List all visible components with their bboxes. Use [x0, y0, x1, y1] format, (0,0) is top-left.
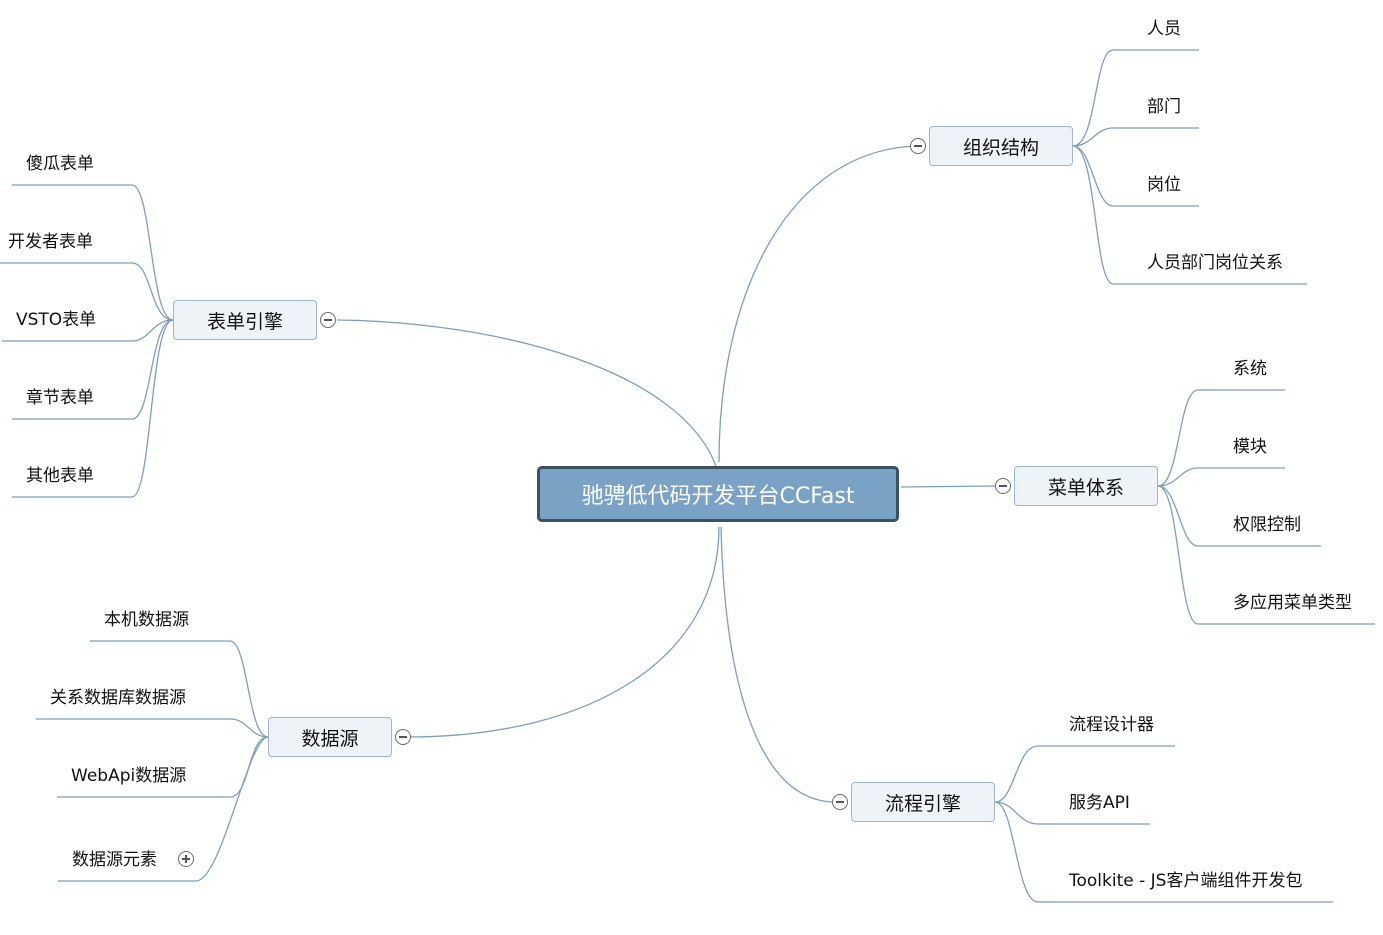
form-item-1[interactable]: 傻瓜表单 — [26, 154, 94, 174]
link-org-1 — [1072, 49, 1199, 147]
link-menu-2 — [1157, 467, 1285, 487]
link-form — [336, 319, 717, 467]
form-item-2[interactable]: 开发者表单 — [8, 232, 93, 252]
link-flow-3 — [994, 801, 1333, 903]
link-org-4 — [1072, 145, 1307, 285]
link-data-4 — [58, 736, 269, 882]
topic-menu[interactable]: 菜单体系 — [1014, 466, 1158, 506]
topic-org[interactable]: 组织结构 — [929, 126, 1073, 166]
link-org-2 — [1072, 127, 1199, 147]
form-item-5[interactable]: 其他表单 — [26, 466, 94, 486]
collapse-form-icon[interactable] — [320, 312, 336, 328]
central-topic[interactable]: 驰骋低代码开发平台CCFast — [537, 466, 899, 522]
flow-item-2[interactable]: 服务API — [1069, 793, 1130, 813]
menu-item-3[interactable]: 权限控制 — [1233, 515, 1301, 535]
link-flow-1 — [994, 745, 1175, 803]
link-data-1 — [90, 640, 269, 738]
collapse-org-icon[interactable] — [910, 138, 926, 154]
link-org — [718, 145, 918, 463]
link-form-3 — [2, 319, 174, 342]
link-form-1 — [12, 184, 174, 321]
link-menu-4 — [1157, 485, 1375, 625]
link-form-2 — [0, 262, 174, 321]
data-item-1[interactable]: 本机数据源 — [104, 610, 189, 630]
org-item-4[interactable]: 人员部门岗位关系 — [1147, 253, 1283, 273]
menu-item-1[interactable]: 系统 — [1233, 359, 1267, 379]
link-menu — [900, 485, 996, 488]
flow-item-1[interactable]: 流程设计器 — [1069, 715, 1154, 735]
link-form-4 — [12, 319, 174, 420]
topic-data[interactable]: 数据源 — [268, 717, 392, 757]
collapse-flow-icon[interactable] — [832, 794, 848, 810]
topic-flow[interactable]: 流程引擎 — [851, 782, 995, 822]
org-item-1[interactable]: 人员 — [1147, 19, 1181, 39]
collapse-menu-icon[interactable] — [995, 478, 1011, 494]
org-item-2[interactable]: 部门 — [1147, 97, 1181, 117]
form-item-3[interactable]: VSTO表单 — [16, 310, 97, 330]
form-item-4[interactable]: 章节表单 — [26, 388, 94, 408]
link-data-2 — [36, 718, 269, 738]
data-item-3[interactable]: WebApi数据源 — [71, 766, 187, 786]
link-menu-3 — [1157, 485, 1321, 547]
org-item-3[interactable]: 岗位 — [1147, 175, 1181, 195]
link-flow-2 — [994, 801, 1150, 825]
link-data — [410, 526, 720, 738]
menu-item-4[interactable]: 多应用菜单类型 — [1233, 593, 1352, 613]
link-flow — [720, 526, 833, 803]
plus-circle-icon[interactable] — [178, 851, 194, 867]
data-item-2[interactable]: 关系数据库数据源 — [50, 688, 186, 708]
menu-item-2[interactable]: 模块 — [1233, 437, 1267, 457]
data-item-4[interactable]: 数据源元素 — [72, 850, 157, 870]
link-menu-1 — [1157, 389, 1285, 487]
flow-item-3[interactable]: Toolkite - JS客户端组件开发包 — [1069, 871, 1303, 891]
link-form-5 — [12, 319, 174, 498]
collapse-data-icon[interactable] — [395, 729, 411, 745]
topic-form[interactable]: 表单引擎 — [173, 300, 317, 340]
